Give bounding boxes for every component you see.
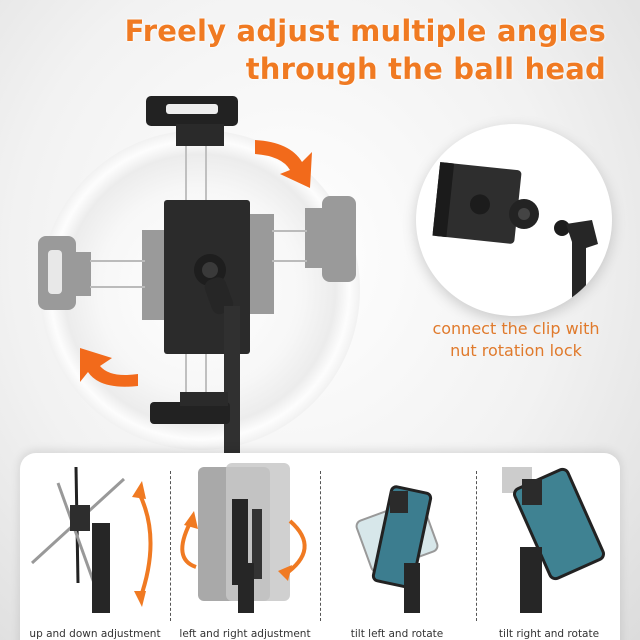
feature-label: up and down adjustment <box>29 628 161 640</box>
feature-label: left and right adjustment <box>179 628 311 640</box>
clip-plate <box>432 162 522 244</box>
feature-up-down: up and down adjustment <box>20 453 170 640</box>
headline-line-1: Freely adjust multiple angles <box>124 14 606 48</box>
headline-line-2: through the ball head <box>245 52 606 86</box>
bottom-clamp <box>150 392 230 424</box>
divider <box>476 471 477 621</box>
headline: Freely adjust multiple angles through th… <box>125 12 606 88</box>
top-clamp <box>146 96 238 146</box>
feature-label: tilt right and rotate <box>498 628 600 640</box>
feature-tilt-left: tilt left and rotate <box>322 453 472 640</box>
detail-circle-image <box>416 124 612 316</box>
divider <box>170 471 171 621</box>
rotate-arrow-clockwise-icon <box>255 140 312 188</box>
caption-line-2: nut rotation lock <box>450 341 582 360</box>
divider <box>320 471 321 621</box>
feature-left-right: left and right adjustment <box>172 453 318 640</box>
feature-label: tilt left and rotate <box>350 628 444 640</box>
feature-panel: up and down adjustment left and right ad… <box>20 453 620 640</box>
feature-tilt-right: tilt right and rotate <box>478 453 620 640</box>
detail-caption: connect the clip with nut rotation lock <box>412 318 620 362</box>
hero-product-image <box>0 90 420 460</box>
pole <box>224 306 240 460</box>
rotate-arrow-counterclockwise-icon <box>80 348 138 387</box>
caption-line-1: connect the clip with <box>432 319 600 338</box>
